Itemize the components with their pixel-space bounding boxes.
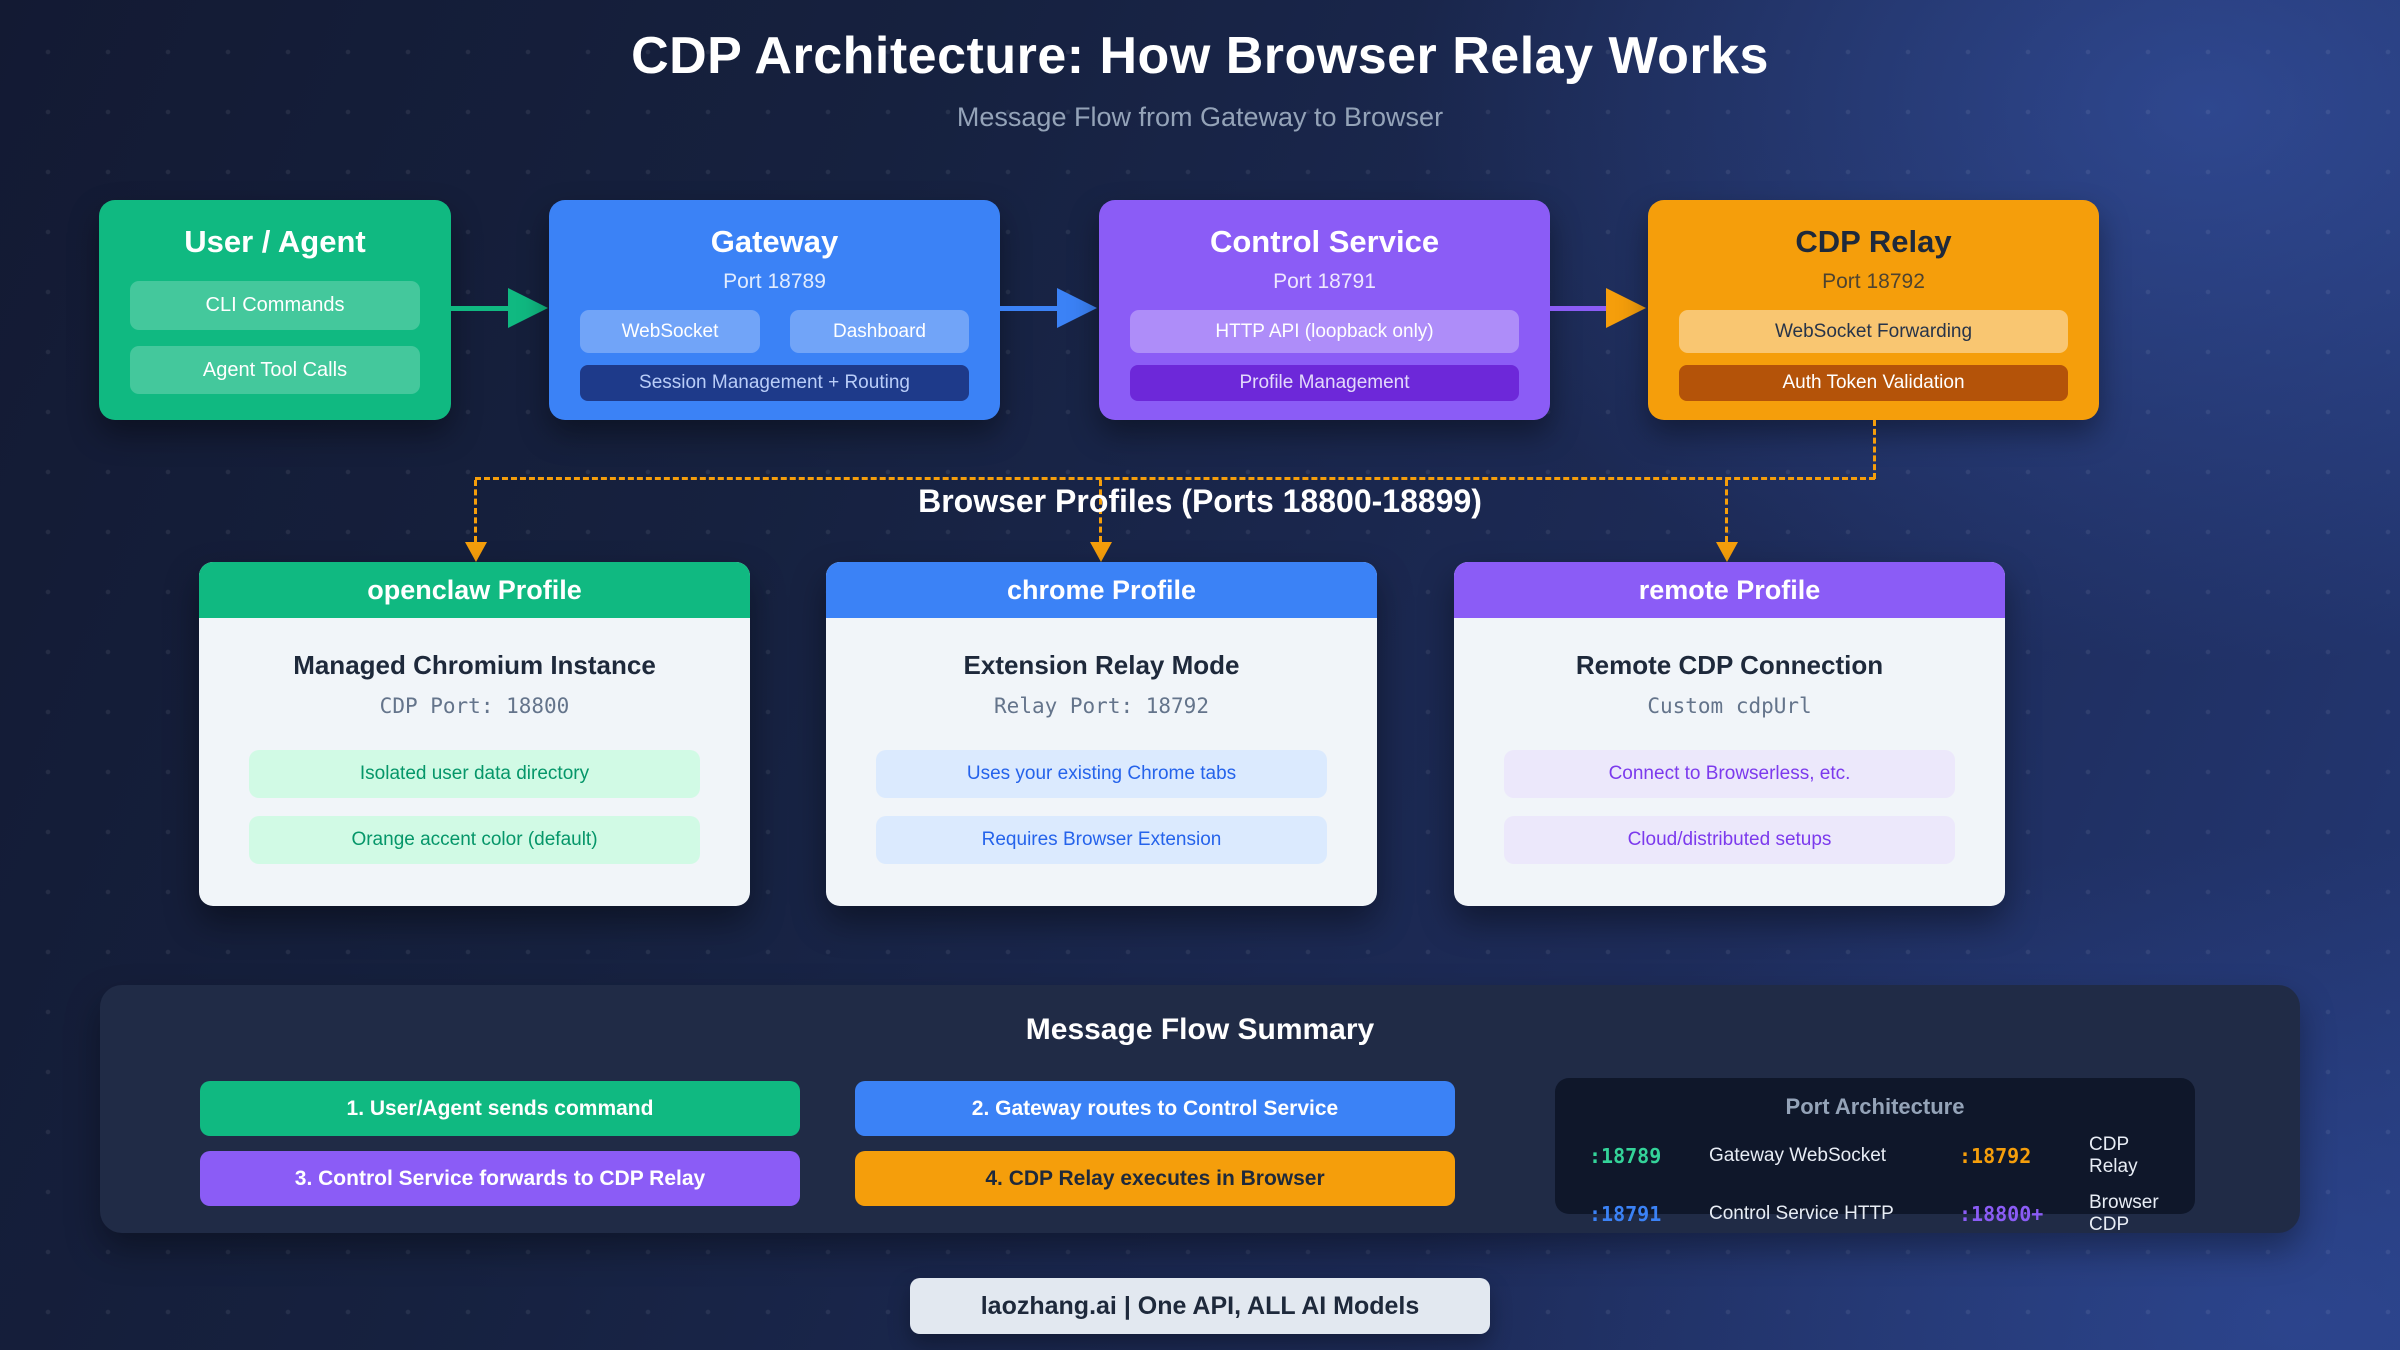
port-value-18789: :18789 <box>1589 1144 1662 1168</box>
port-label-browser-cdp: Browser CDP <box>2089 1192 2159 1235</box>
pill-cli-commands: CLI Commands <box>130 281 420 330</box>
chrome-feature-2: Requires Browser Extension <box>876 816 1327 864</box>
control-service-port: Port 18791 <box>1273 270 1376 293</box>
branch-arrowhead-chrome <box>1090 542 1112 562</box>
summary-title: Message Flow Summary <box>1025 1013 1375 1046</box>
profile-card-chrome: chrome Profile Extension Relay Mode Rela… <box>826 562 1377 906</box>
remote-feature-1: Connect to Browserless, etc. <box>1504 750 1955 798</box>
arrow-gateway-to-control-head <box>1057 288 1097 328</box>
chrome-card-port: Relay Port: 18792 <box>994 694 1209 718</box>
remote-card-header: remote Profile <box>1454 562 2005 618</box>
branch-drop-openclaw <box>474 480 477 542</box>
profiles-section-title: Browser Profiles (Ports 18800-18899) <box>918 483 1482 519</box>
message-flow-summary-panel: Message Flow Summary 1. User/Agent sends… <box>100 985 2300 1235</box>
pill-dashboard: Dashboard <box>790 310 969 353</box>
port-value-18791: :18791 <box>1589 1202 1662 1226</box>
gateway-port: Port 18789 <box>723 270 826 293</box>
chrome-card-header: chrome Profile <box>826 562 1377 618</box>
port-architecture-grid: :18789 Gateway WebSocket :18792 CDP Rela… <box>1555 1120 2195 1236</box>
flow-node-control-service: Control Service Port 18791 HTTP API (loo… <box>1099 200 1550 420</box>
branch-arrowhead-openclaw <box>465 542 487 562</box>
summary-step-3: 3. Control Service forwards to CDP Relay <box>200 1151 800 1206</box>
summary-step-1: 1. User/Agent sends command <box>200 1081 800 1136</box>
branch-drop-chrome <box>1099 480 1102 542</box>
branch-arrowhead-remote <box>1716 542 1738 562</box>
arrow-control-to-relay-line <box>1549 306 1606 311</box>
pill-auth-token-validation: Auth Token Validation <box>1679 365 2068 401</box>
chrome-card-heading: Extension Relay Mode <box>963 650 1240 680</box>
port-value-18792: :18792 <box>1959 1144 2032 1168</box>
remote-card-heading: Remote CDP Connection <box>1575 650 1884 680</box>
pill-profile-management: Profile Management <box>1130 365 1519 401</box>
port-value-18800-plus: :18800+ <box>1959 1202 2044 1226</box>
page-title: CDP Architecture: How Browser Relay Work… <box>631 27 1769 85</box>
remote-feature-2: Cloud/distributed setups <box>1504 816 1955 864</box>
port-architecture-panel: Port Architecture :18789 Gateway WebSock… <box>1555 1078 2195 1235</box>
pill-http-api: HTTP API (loopback only) <box>1130 310 1519 353</box>
chrome-feature-1: Uses your existing Chrome tabs <box>876 750 1327 798</box>
page-subtitle: Message Flow from Gateway to Browser <box>956 102 1444 132</box>
footer-badge: laozhang.ai | One API, ALL AI Models <box>910 1278 1490 1334</box>
flow-node-cdp-relay: CDP Relay Port 18792 WebSocket Forwardin… <box>1648 200 2099 420</box>
summary-step-2: 2. Gateway routes to Control Service <box>855 1081 1455 1136</box>
profile-card-openclaw: openclaw Profile Managed Chromium Instan… <box>199 562 750 906</box>
openclaw-card-heading: Managed Chromium Instance <box>293 650 656 680</box>
gateway-title: Gateway <box>710 224 839 259</box>
flow-node-gateway: Gateway Port 18789 WebSocket Dashboard S… <box>549 200 1000 420</box>
openclaw-feature-2: Orange accent color (default) <box>249 816 700 864</box>
relay-drop-dashed-line <box>1873 420 1876 479</box>
remote-card-port: Custom cdpUrl <box>1647 694 1812 718</box>
openclaw-feature-1: Isolated user data directory <box>249 750 700 798</box>
profiles-branch-dashed-line <box>475 477 1875 480</box>
summary-step-4: 4. CDP Relay executes in Browser <box>855 1151 1455 1206</box>
arrow-gateway-to-control-line <box>1000 306 1057 311</box>
openclaw-card-port: CDP Port: 18800 <box>379 694 570 718</box>
port-label-cdp-relay: CDP Relay <box>2089 1134 2138 1177</box>
arrow-control-to-relay-head <box>1606 288 1646 328</box>
port-architecture-title: Port Architecture <box>1785 1094 1965 1119</box>
cdp-relay-title: CDP Relay <box>1795 224 1952 259</box>
arrow-user-to-gateway-head <box>508 288 548 328</box>
port-label-gateway-websocket: Gateway WebSocket <box>1709 1145 1887 1166</box>
pill-session-management-routing: Session Management + Routing <box>580 365 969 401</box>
pill-websocket-forwarding: WebSocket Forwarding <box>1679 310 2068 353</box>
user-agent-title: User / Agent <box>184 224 366 259</box>
openclaw-card-header: openclaw Profile <box>199 562 750 618</box>
pill-websocket: WebSocket <box>580 310 760 353</box>
cdp-relay-port: Port 18792 <box>1822 270 1925 293</box>
branch-drop-remote <box>1725 480 1728 542</box>
port-label-control-service-http: Control Service HTTP <box>1709 1203 1894 1224</box>
arrow-user-to-gateway-line <box>451 306 508 311</box>
pill-agent-tool-calls: Agent Tool Calls <box>130 346 420 394</box>
flow-node-user-agent: User / Agent CLI Commands Agent Tool Cal… <box>99 200 451 420</box>
control-service-title: Control Service <box>1209 224 1440 259</box>
profile-card-remote: remote Profile Remote CDP Connection Cus… <box>1454 562 2005 906</box>
